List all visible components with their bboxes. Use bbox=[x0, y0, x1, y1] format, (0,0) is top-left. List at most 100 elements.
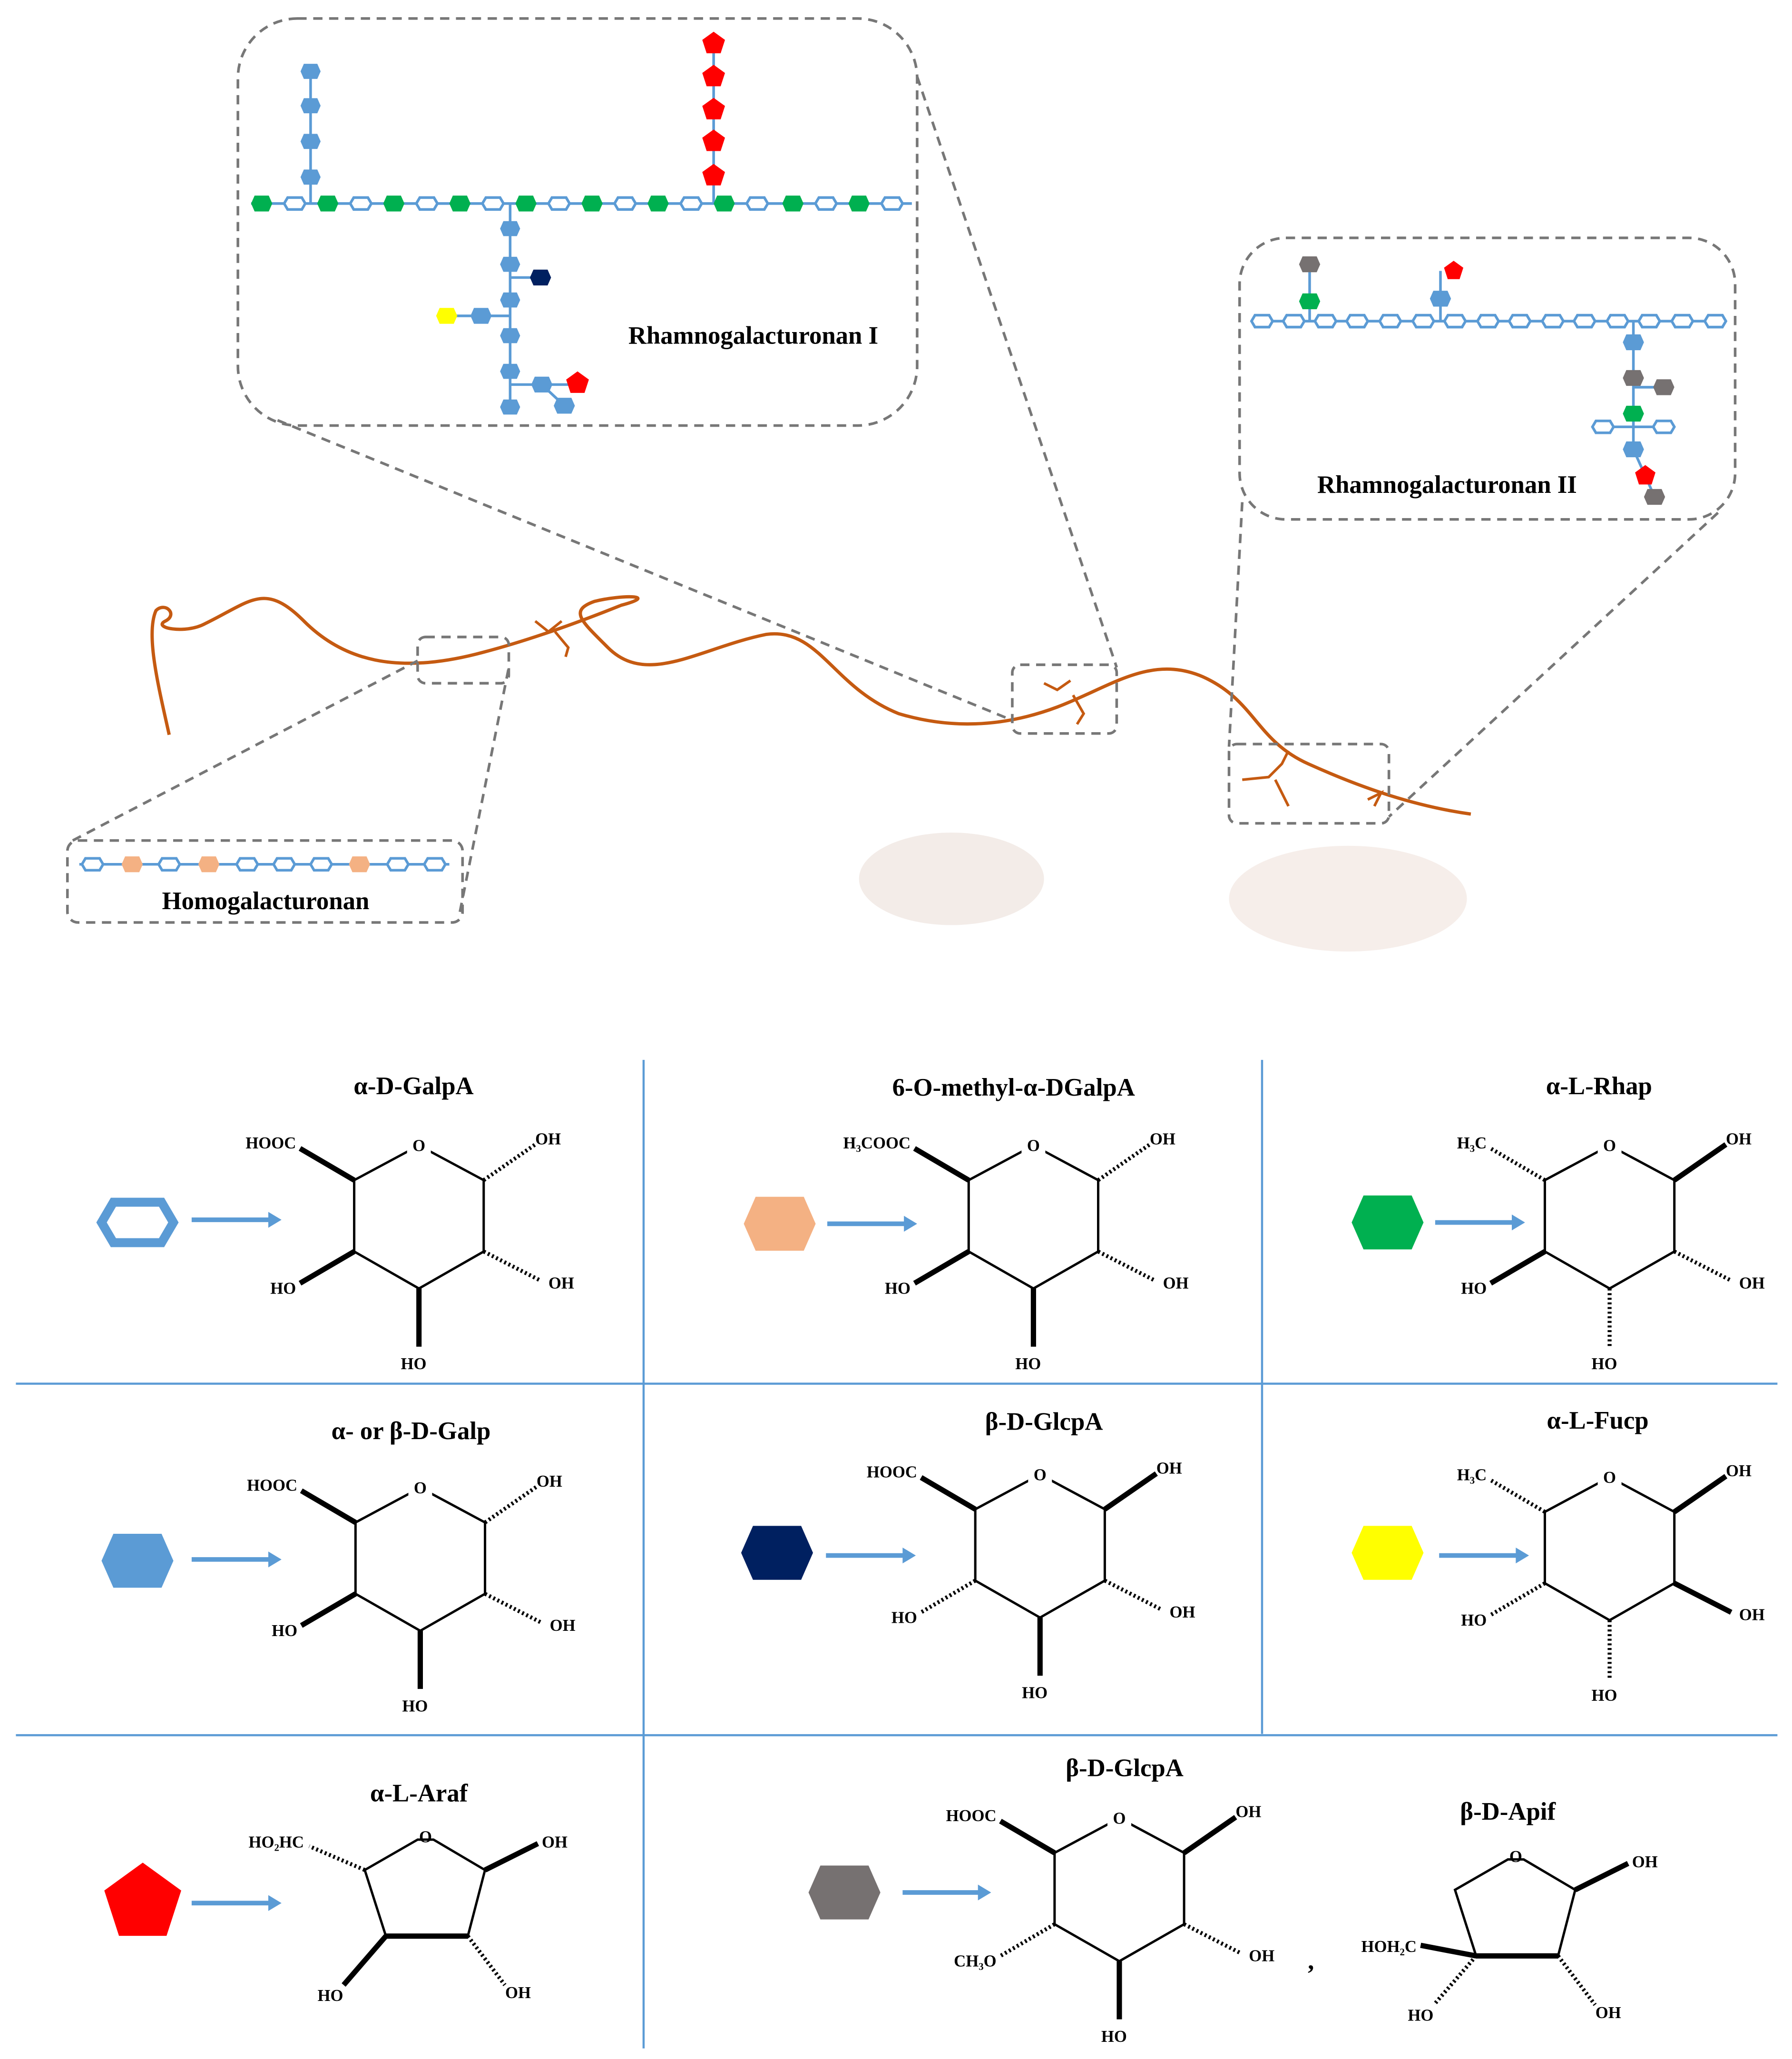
pyranose-ring bbox=[353, 1150, 485, 1290]
hexagon-icon bbox=[1299, 293, 1321, 310]
substituent-label: HO bbox=[1591, 1686, 1617, 1705]
substituent-label: H₃C bbox=[1457, 1465, 1487, 1484]
galpa-open-hexagon-icon bbox=[309, 857, 333, 872]
zoom-lines bbox=[72, 76, 1719, 912]
bond bbox=[1673, 1581, 1733, 1615]
residue-name: β-D-Apif bbox=[1460, 1798, 1556, 1825]
substituent-label: H₃COOC bbox=[843, 1134, 911, 1152]
hexagon-icon bbox=[581, 196, 603, 212]
hexagon-icon bbox=[300, 134, 321, 149]
galpa-open-hexagon-icon bbox=[1572, 314, 1597, 329]
pyranose-ring bbox=[974, 1479, 1106, 1619]
pentagon-icon bbox=[702, 98, 725, 119]
galpa-open-hexagon-icon bbox=[1540, 314, 1565, 329]
hexagon-icon bbox=[300, 169, 321, 185]
bond bbox=[1489, 1581, 1546, 1617]
substituent-label: OH bbox=[542, 1833, 568, 1852]
hexagon-icon bbox=[1644, 489, 1665, 505]
pyranose-ring bbox=[1543, 1150, 1676, 1290]
substituent-label: OH bbox=[1249, 1946, 1274, 1965]
hexagon-icon bbox=[436, 308, 458, 324]
galpa-open-hexagon-icon bbox=[1378, 314, 1402, 329]
substituent-label: OH bbox=[1596, 2003, 1621, 2022]
galpa-open-hexagon-icon bbox=[1476, 314, 1500, 329]
hexagon-icon bbox=[782, 196, 804, 212]
galpa-open-hexagon-icon bbox=[272, 857, 296, 872]
hexagon-icon bbox=[808, 1865, 881, 1920]
bond bbox=[342, 1934, 388, 1987]
bond bbox=[482, 1143, 537, 1182]
galpa-open-hexagon-icon bbox=[1605, 314, 1630, 329]
hexagon-icon bbox=[554, 398, 575, 414]
galpa-open-hexagon-icon bbox=[1443, 314, 1468, 329]
ring-o-gap bbox=[407, 1143, 431, 1162]
bond bbox=[1104, 1579, 1163, 1612]
galpa-open-hexagon-icon bbox=[1345, 314, 1370, 329]
galpa-open-hexagon-icon bbox=[157, 857, 182, 872]
bond bbox=[308, 1844, 366, 1872]
substituent-label: HOOC bbox=[946, 1806, 997, 1825]
bond bbox=[300, 1591, 357, 1628]
strand-branch bbox=[534, 620, 1384, 807]
substituent-label: OH bbox=[550, 1616, 576, 1635]
substituent-label: HOH₂C bbox=[1361, 1937, 1417, 1956]
hexagon-icon bbox=[300, 64, 321, 79]
pentagon-icon bbox=[702, 164, 725, 186]
substituent-label: OH bbox=[548, 1274, 574, 1292]
galpa-open-hexagon-icon bbox=[1282, 314, 1306, 329]
bond bbox=[1489, 1147, 1546, 1182]
bond bbox=[1574, 1861, 1629, 1892]
substituent-label: HO bbox=[1591, 1354, 1617, 1373]
bond bbox=[913, 1146, 970, 1183]
ring-oxygen: O bbox=[1603, 1468, 1616, 1487]
bond bbox=[920, 1579, 977, 1614]
arrow-head-icon bbox=[268, 1212, 282, 1228]
bond bbox=[466, 1935, 507, 1986]
hexagon-icon bbox=[470, 308, 492, 324]
substituent-label: HO₂HC bbox=[248, 1833, 304, 1852]
hexagon-icon bbox=[251, 196, 273, 212]
galpa-open-hexagon-icon bbox=[414, 196, 439, 211]
hexagon-icon bbox=[1653, 379, 1674, 395]
ring-oxygen: O bbox=[412, 1137, 425, 1155]
separator-comma: , bbox=[1308, 1947, 1314, 1975]
ring-oxygen: O bbox=[1034, 1465, 1047, 1484]
hexagon-icon bbox=[500, 328, 520, 343]
hexagon-icon bbox=[1299, 256, 1321, 273]
galpa-open-hexagon-icon bbox=[480, 196, 505, 211]
hexagon-icon bbox=[515, 196, 537, 212]
residue-name: α-D-GalpA bbox=[353, 1072, 473, 1100]
substituent-label: OH bbox=[1163, 1274, 1189, 1292]
hexagon-icon bbox=[1351, 1195, 1424, 1250]
galpa-open-hexagon-icon bbox=[880, 196, 904, 211]
hexagon-icon bbox=[349, 856, 370, 873]
hexagon-icon bbox=[300, 98, 321, 114]
arrow-head-icon bbox=[902, 1547, 916, 1564]
hexagon-icon bbox=[1623, 441, 1644, 458]
arrow-head-icon bbox=[978, 1884, 991, 1901]
ring-oxygen: O bbox=[1603, 1137, 1616, 1155]
hexagon-icon bbox=[647, 196, 669, 212]
bond bbox=[1673, 1142, 1728, 1183]
rg1-region-marker bbox=[1011, 663, 1118, 735]
bond bbox=[484, 1841, 539, 1873]
ring-o-gap bbox=[1107, 1815, 1131, 1834]
hexagon-icon bbox=[500, 363, 520, 379]
hexagon-icon bbox=[383, 196, 405, 212]
ring-o-gap bbox=[408, 1485, 432, 1504]
galpa-open-hexagon-icon bbox=[235, 857, 259, 872]
bond bbox=[1432, 1954, 1478, 2006]
galpa-open-hexagon-icon bbox=[1637, 314, 1662, 329]
hexagon-icon bbox=[500, 292, 520, 308]
furanose-ring bbox=[1453, 1858, 1577, 1957]
bond bbox=[920, 1475, 977, 1512]
hexagon-icon bbox=[530, 269, 551, 286]
residue-name: 6-O-methyl-α-DGalpA bbox=[892, 1074, 1135, 1101]
substituent-label: HOOC bbox=[247, 1476, 297, 1494]
